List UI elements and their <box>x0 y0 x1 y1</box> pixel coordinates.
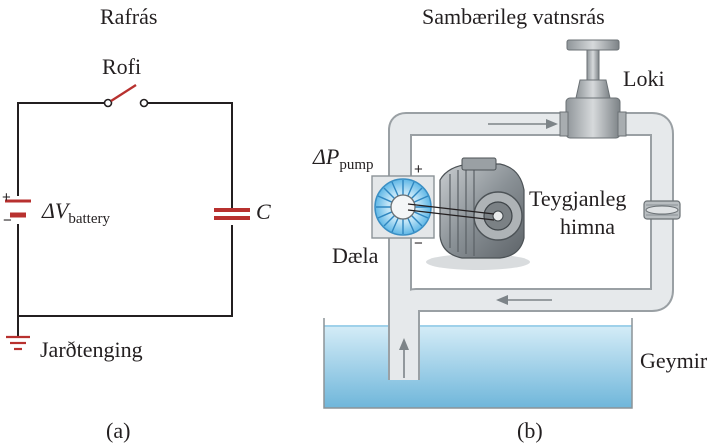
battery-subscript: battery <box>68 211 111 227</box>
reservoir-tank <box>323 318 633 409</box>
circuit-wire <box>17 102 233 317</box>
membrane-label-line2: himna <box>560 214 615 239</box>
flow-arrow-up <box>399 338 409 378</box>
valve-icon <box>559 39 627 139</box>
ground-label: Jarðtenging <box>40 337 143 362</box>
flow-arrow-bottom <box>496 295 552 305</box>
caption-b: (b) <box>517 418 543 443</box>
electric-circuit <box>5 83 250 351</box>
flow-arrow-top <box>488 119 558 129</box>
battery-symbol: ΔV <box>42 198 69 223</box>
valve-label: Loki <box>623 66 665 91</box>
pump-symbol: ΔP <box>313 144 340 169</box>
membrane-icon <box>643 200 681 220</box>
membrane-label-line1: Teygjanleg <box>529 186 627 211</box>
battery-plus-sign: + <box>2 189 11 206</box>
switch-icon <box>103 83 149 108</box>
panel-b-title: Sambærileg vatnsrás <box>422 4 605 29</box>
capacitor-label: C <box>256 199 271 224</box>
battery-icon <box>5 199 31 218</box>
pump-icon <box>371 175 435 239</box>
panel-a-title: Rafrás <box>100 4 158 29</box>
switch-label: Rofi <box>102 54 142 79</box>
water-circuit <box>323 39 681 409</box>
caption-a: (a) <box>106 418 131 443</box>
pump-subscript: pump <box>339 157 374 173</box>
battery-minus-sign: − <box>3 212 12 229</box>
pump-pressure-label: ΔPpump <box>313 144 374 173</box>
pump-label: Dæla <box>332 243 379 268</box>
reservoir-label: Geymir <box>640 348 708 373</box>
motor-icon <box>407 157 530 270</box>
pump-plus-sign: + <box>414 161 423 178</box>
pump-minus-sign: − <box>414 235 423 252</box>
capacitor-icon <box>214 208 250 220</box>
battery-label: ΔVbattery <box>42 198 110 227</box>
ground-icon <box>6 335 30 351</box>
